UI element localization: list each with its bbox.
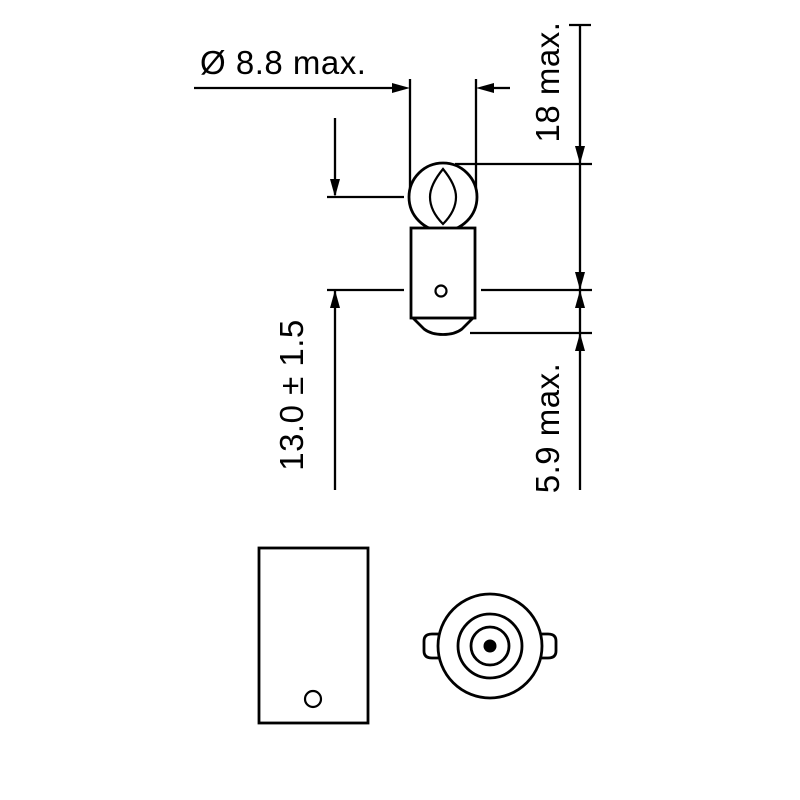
bayonet-pin <box>434 284 448 298</box>
arrowhead <box>392 83 410 93</box>
arrowhead <box>476 83 494 93</box>
glass-bulb-outline <box>407 161 479 233</box>
filament <box>428 167 458 226</box>
length-dimensions: 18 max. 5.9 max. <box>455 22 592 494</box>
base-shell <box>409 226 477 320</box>
base-end-view <box>422 592 558 700</box>
base-side-view <box>257 546 370 725</box>
diameter-dimension: Ø 8.8 max. <box>194 44 510 188</box>
bulb-elevation <box>407 161 479 336</box>
bayonet-tab-left <box>422 632 441 660</box>
arrowhead <box>330 179 340 197</box>
light-center-length-dimension: 13.0 ± 1.5 <box>273 118 404 490</box>
arrowhead <box>575 272 585 290</box>
arrowhead <box>575 146 585 164</box>
light-center-length-label: 13.0 ± 1.5 <box>273 319 310 471</box>
side-view-outline <box>257 546 370 725</box>
overall-length-label: 18 max. <box>529 22 566 143</box>
contact-dot <box>483 639 497 653</box>
arrowhead <box>575 333 585 351</box>
base-length-label: 5.9 max. <box>529 363 566 494</box>
pin-hole <box>303 689 323 709</box>
diameter-label: Ø 8.8 max. <box>200 44 366 81</box>
arrowhead <box>330 290 340 308</box>
arrowhead <box>575 290 585 308</box>
bayonet-tab-right <box>539 632 558 660</box>
solder-contact <box>412 317 474 336</box>
